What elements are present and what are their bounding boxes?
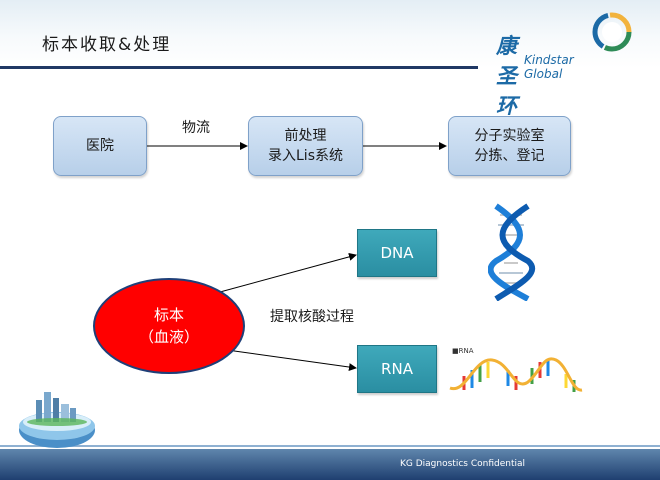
box-dna-label: DNA xyxy=(380,244,414,262)
arrow-sample-to-rna xyxy=(219,348,357,371)
footer-band xyxy=(0,449,660,480)
box-lab-line1: 分子实验室 xyxy=(474,128,545,144)
sample-ellipse: 标本 （血液） xyxy=(93,278,245,374)
sample-line2: （血液） xyxy=(138,328,199,346)
box-preprocess: 前处理 录入Lis系统 xyxy=(248,116,363,176)
rna-strand-image xyxy=(449,357,583,392)
arrow-sample-to-dna xyxy=(219,252,357,293)
globe-city-image xyxy=(19,392,95,448)
rna-image-label: ■RNA xyxy=(452,347,474,355)
sample-line1: 标本 xyxy=(153,306,184,324)
footer-rule xyxy=(0,445,660,447)
dna-helix-image xyxy=(488,203,536,301)
box-dna: DNA xyxy=(357,229,437,277)
box-preprocess-line1: 前处理 xyxy=(284,128,327,144)
box-hospital: 医院 xyxy=(53,116,147,176)
brand-name-en: Kindstar Global xyxy=(524,53,574,81)
extraction-label: 提取核酸过程 xyxy=(270,309,354,325)
page-title: 标本收取&处理 xyxy=(42,35,172,55)
box-hospital-label: 医院 xyxy=(86,138,114,154)
box-preprocess-line2: 录入Lis系统 xyxy=(268,148,343,164)
box-lab-line2: 分拣、登记 xyxy=(474,148,545,164)
brand-ring-icon xyxy=(592,12,632,52)
header-band xyxy=(0,0,660,68)
footer-text: KG Diagnostics Confidential xyxy=(400,459,525,469)
box-rna: RNA xyxy=(357,345,437,393)
box-rna-label: RNA xyxy=(381,360,413,378)
header-divider xyxy=(0,66,478,69)
logistics-label: 物流 xyxy=(182,120,210,136)
box-lab: 分子实验室 分拣、登记 xyxy=(448,116,571,176)
